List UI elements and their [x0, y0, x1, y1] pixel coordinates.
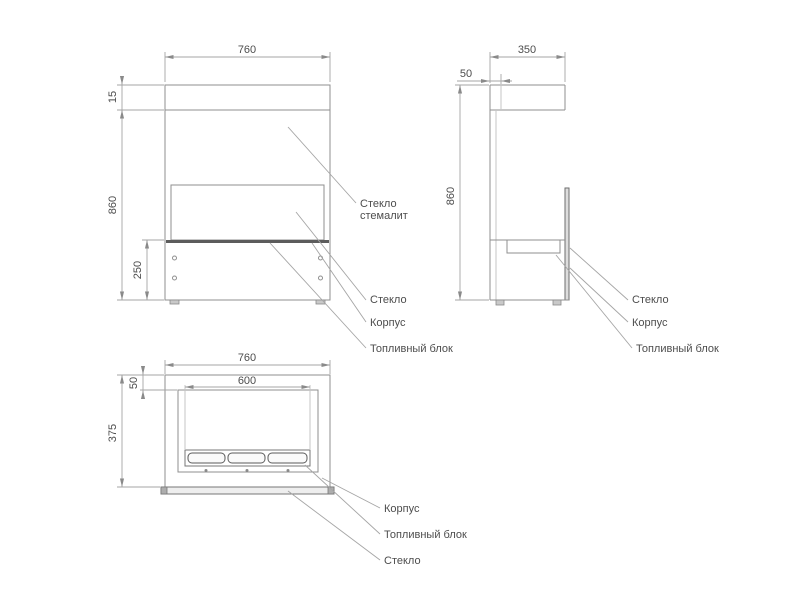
front-label-fuel-block: Топливный блок [370, 343, 453, 355]
front-foot-left [169, 299, 180, 305]
front-view: 760 15 860 250 Стекло стемалит Стекло [107, 44, 453, 355]
side-glass-panel [564, 187, 570, 301]
top-label-fuel-block: Топливный блок [384, 529, 467, 541]
top-label-glass: Стекло [384, 555, 421, 567]
front-view-callouts: Стекло стемалит Стекло Корпус Топливный … [269, 126, 453, 355]
burner-segment-1 [187, 452, 226, 464]
front-dim-base: 250 [132, 261, 144, 279]
burner-segment-3 [267, 452, 308, 464]
front-label-glass: Стекло [370, 294, 407, 306]
front-label-body: Корпус [370, 317, 406, 329]
side-dim-depth: 350 [518, 44, 536, 56]
top-dim-width: 760 [238, 352, 256, 364]
side-view-callouts: Стекло Корпус Топливный блок [555, 247, 719, 355]
side-view-dimensions: 350 50 860 [445, 44, 566, 301]
top-dim-offset: 50 [128, 377, 140, 389]
top-glass-front-strip [160, 486, 335, 495]
front-dim-width: 760 [238, 44, 256, 56]
side-foot-left [495, 299, 505, 306]
side-view: 350 50 860 Стекло Корпус Топливный блок [445, 44, 719, 355]
side-label-body: Корпус [632, 317, 668, 329]
side-label-glass: Стекло [632, 294, 669, 306]
front-foot-right [315, 299, 326, 305]
front-dim-lip: 15 [107, 91, 119, 103]
top-dim-depth: 375 [107, 424, 119, 442]
side-view-outline [489, 84, 570, 306]
top-view-outline [160, 374, 335, 495]
side-fuel-block [506, 239, 561, 254]
front-label-glass-ceramic-line1: Стекло [360, 198, 397, 210]
top-burner-slot [184, 449, 311, 467]
top-view-dimensions: 760 600 50 375 [107, 352, 331, 488]
front-view-outline [164, 84, 331, 305]
top-label-body: Корпус [384, 503, 420, 515]
front-view-dimensions: 760 15 860 250 [107, 44, 331, 301]
top-view: 760 600 50 375 Корпус Топливный блок [107, 352, 467, 567]
side-foot-right [552, 299, 562, 306]
burner-segment-2 [227, 452, 266, 464]
top-dim-burner: 600 [238, 375, 256, 387]
top-fuel-block-housing [177, 389, 319, 473]
front-label-glass-ceramic-line2: стемалит [360, 210, 408, 222]
side-dim-offset: 50 [460, 68, 472, 80]
top-view-callouts: Корпус Топливный блок Стекло [287, 464, 467, 567]
side-dim-height: 860 [445, 187, 457, 205]
front-dim-height: 860 [107, 196, 119, 214]
side-label-fuel-block: Топливный блок [636, 343, 719, 355]
